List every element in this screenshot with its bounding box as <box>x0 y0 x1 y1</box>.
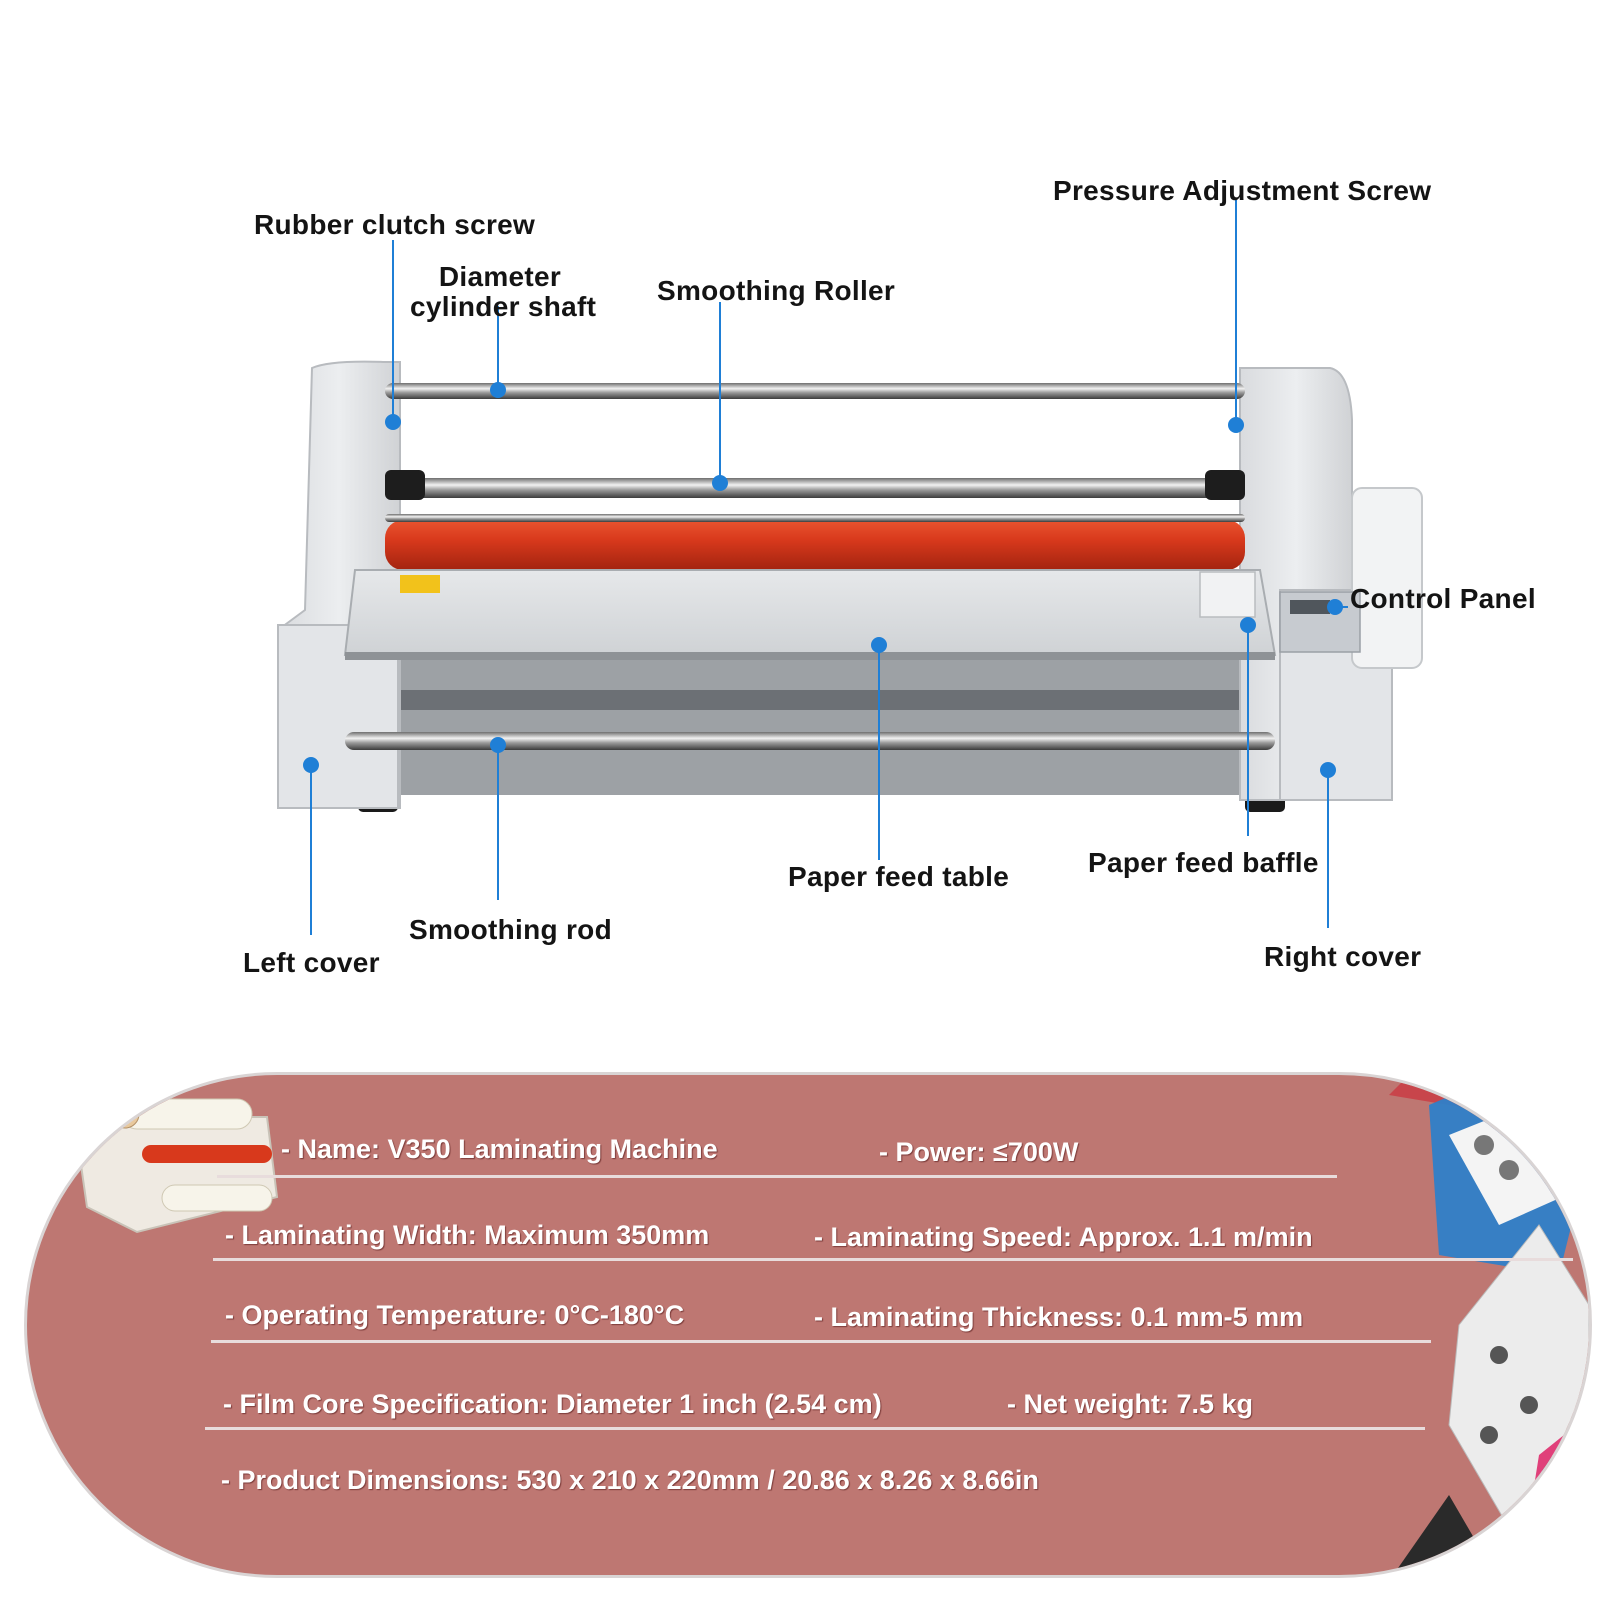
heat-roller <box>385 520 1245 570</box>
callout-leaders <box>303 200 1348 935</box>
paper-feed-baffle-shape <box>1199 571 1256 618</box>
label-smoothing-rod: Smoothing rod <box>409 914 612 945</box>
label-left-cover: Left cover <box>243 947 380 978</box>
label-rubber-clutch-screw: Rubber clutch screw <box>254 209 536 240</box>
spec-divider-1 <box>217 1175 1337 1178</box>
spec-name: - Name: V350 Laminating Machine <box>281 1134 718 1164</box>
spec-panel: - Name: V350 Laminating Machine - Power:… <box>24 1072 1592 1578</box>
spec-laminating-thickness: - Laminating Thickness: 0.1 mm-5 mm <box>814 1302 1304 1332</box>
dot-paper-feed-baffle <box>1240 617 1256 633</box>
label-diameter-line2: cylinder shaft <box>410 291 597 322</box>
label-right-cover: Right cover <box>1264 941 1422 972</box>
smoothing-roller-shape <box>385 478 1245 498</box>
spec-film-core: - Film Core Specification: Diameter 1 in… <box>223 1389 882 1419</box>
label-diameter-line1: Diameter <box>438 261 562 292</box>
sample-prints-decoration <box>1389 1075 1589 1575</box>
label-pressure-adjustment-screw: Pressure Adjustment Screw <box>1053 175 1432 206</box>
product-thumbnail <box>75 1098 279 1234</box>
dot-left-cover <box>303 757 319 773</box>
label-paper-feed-table: Paper feed table <box>788 861 1010 892</box>
control-box <box>1351 487 1423 669</box>
label-paper-feed-baffle: Paper feed baffle <box>1088 847 1319 878</box>
spec-net-weight: - Net weight: 7.5 kg <box>1007 1389 1254 1419</box>
spec-dimensions: - Product Dimensions: 530 x 210 x 220mm … <box>221 1465 1039 1495</box>
label-control-panel: Control Panel <box>1350 583 1536 614</box>
smoothing-rod-shape <box>345 732 1275 750</box>
spec-operating-temperature: - Operating Temperature: 0°C-180°C <box>225 1300 685 1330</box>
laminator-illustration <box>277 360 1423 812</box>
dot-control-panel <box>1327 599 1343 615</box>
spec-power: - Power: ≤700W <box>879 1137 1079 1167</box>
spec-divider-4 <box>205 1427 1425 1430</box>
top-shaft <box>385 383 1245 399</box>
spec-divider-3 <box>211 1340 1431 1343</box>
dot-diameter-cylinder-shaft <box>490 382 506 398</box>
warning-label <box>400 575 440 593</box>
dot-pressure-adjustment-screw <box>1228 417 1244 433</box>
dot-smoothing-rod <box>490 737 506 753</box>
spec-divider-2 <box>213 1258 1573 1261</box>
base-plate <box>340 650 1275 795</box>
dot-rubber-clutch-screw <box>385 414 401 430</box>
dot-right-cover <box>1320 762 1336 778</box>
spec-laminating-speed: - Laminating Speed: Approx. 1.1 m/min <box>814 1222 1313 1252</box>
label-diameter-cylinder-shaft: Diameter cylinder shaft <box>410 261 597 322</box>
spec-laminating-width: - Laminating Width: Maximum 350mm <box>225 1220 710 1250</box>
dot-paper-feed-table <box>871 637 887 653</box>
dot-smoothing-roller <box>712 475 728 491</box>
label-smoothing-roller: Smoothing Roller <box>657 275 896 306</box>
